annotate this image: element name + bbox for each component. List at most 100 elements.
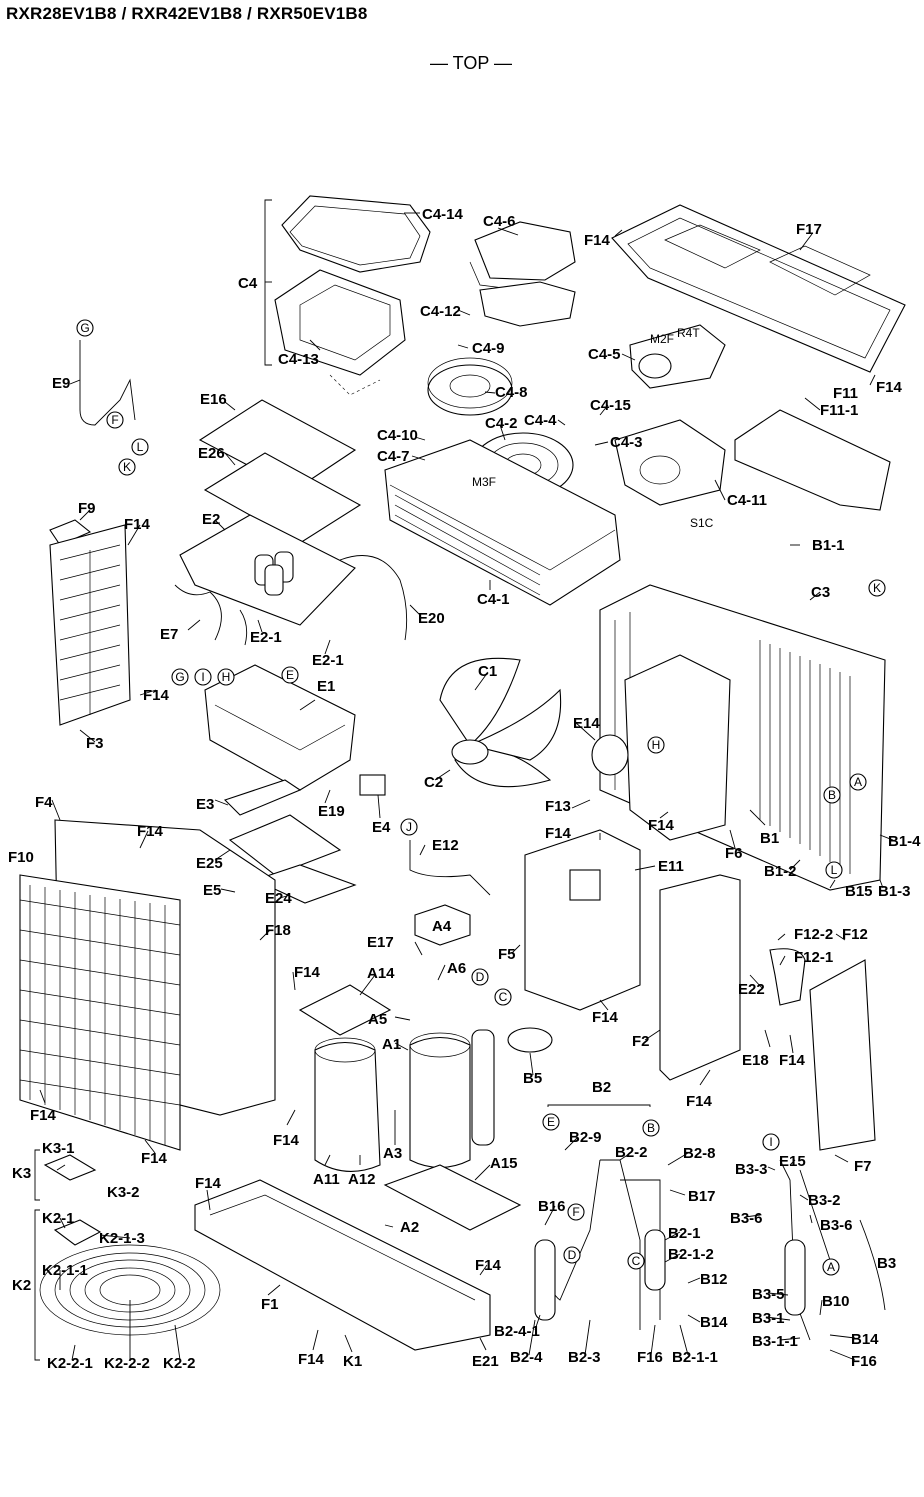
marker-g: G	[80, 321, 89, 335]
f7-side-panel	[809, 959, 876, 1151]
marker-e: E	[547, 1115, 555, 1129]
label-b2-1-1: B2-1-1	[672, 1349, 718, 1366]
label-f11-1: F11-1	[820, 402, 858, 419]
label-k2: K2	[12, 1277, 31, 1294]
label-f1: F1	[261, 1296, 279, 1313]
label-c4-10: C4-10	[377, 427, 418, 444]
marker-d: D	[476, 970, 485, 984]
label-b3-5: B3-5	[752, 1286, 785, 1303]
label-f14: F14	[195, 1175, 222, 1192]
label-k2-2: K2-2	[163, 1355, 196, 1372]
label-f9: F9	[78, 500, 96, 517]
label-e2-1: E2-1	[312, 652, 344, 669]
marker-k: K	[873, 581, 881, 595]
small-label-m3f: M3F	[472, 475, 496, 489]
label-c4-2: C4-2	[485, 415, 518, 432]
label-c4-8: C4-8	[495, 384, 528, 401]
label-c4-6: C4-6	[483, 213, 516, 230]
f11-1-panel	[734, 409, 891, 511]
label-f6: F6	[725, 845, 743, 862]
label-f14: F14	[779, 1052, 806, 1069]
label-b3-2: B3-2	[808, 1192, 841, 1209]
label-e22: E22	[738, 981, 765, 998]
label-b3-6: B3-6	[730, 1210, 763, 1227]
label-c4-3: C4-3	[610, 434, 643, 451]
label-e12: E12	[432, 837, 459, 854]
label-f16: F16	[851, 1353, 877, 1370]
label-f14: F14	[475, 1257, 502, 1274]
label-a2: A2	[400, 1219, 419, 1236]
label-f14: F14	[124, 516, 151, 533]
label-b2-2: B2-2	[615, 1144, 648, 1161]
label-f10: F10	[8, 849, 34, 866]
label-k1: K1	[343, 1353, 362, 1370]
label-e2: E2	[202, 511, 220, 528]
label-f14: F14	[141, 1150, 168, 1167]
label-b14: B14	[851, 1331, 879, 1348]
label-f14: F14	[584, 232, 611, 249]
label-c4-4: C4-4	[524, 412, 557, 429]
marker-a: A	[854, 775, 862, 789]
label-b2-9: B2-9	[569, 1129, 602, 1146]
label-b14: B14	[700, 1314, 728, 1331]
label-b1-1: B1-1	[812, 537, 845, 554]
label-k2-2-2: K2-2-2	[104, 1355, 150, 1372]
label-f18: F18	[265, 922, 291, 939]
label-e21: E21	[472, 1353, 499, 1370]
label-e4: E4	[372, 819, 391, 836]
label-f14: F14	[294, 964, 321, 981]
e25-bracket	[228, 814, 342, 876]
label-e25: E25	[196, 855, 223, 872]
label-c4-15: C4-15	[590, 397, 631, 414]
c1-propeller-fan	[439, 657, 521, 746]
label-e15: E15	[779, 1153, 806, 1170]
label-e7: E7	[160, 626, 178, 643]
label-c2: C2	[424, 774, 443, 791]
label-e9: E9	[52, 375, 70, 392]
label-a6: A6	[447, 960, 466, 977]
label-b3: B3	[877, 1255, 896, 1272]
c4-14-cover	[281, 195, 431, 273]
a15-plate	[383, 1164, 522, 1231]
label-f14: F14	[592, 1009, 619, 1026]
marker-c: C	[499, 990, 508, 1004]
f9-handle	[49, 519, 92, 546]
label-f13: F13	[545, 798, 571, 815]
marker-d: D	[568, 1248, 577, 1262]
e12-wire	[409, 840, 491, 896]
marker-j: J	[406, 820, 412, 834]
leader-lines	[39, 212, 894, 1361]
label-c4-14: C4-14	[422, 206, 464, 223]
marker-f: F	[572, 1205, 579, 1219]
marker-c: C	[632, 1254, 641, 1268]
label-b2-1-2: B2-1-2	[668, 1246, 714, 1263]
label-e1: E1	[317, 678, 335, 695]
label-f17: F17	[796, 221, 822, 238]
label-e19: E19	[318, 803, 345, 820]
label-b3-6: B3-6	[820, 1217, 853, 1234]
f5-panel	[524, 829, 641, 1011]
small-label-r4t: R4T	[677, 326, 700, 340]
c4-1-base	[384, 439, 621, 606]
a4-terminal-cover	[414, 904, 471, 946]
marker-l: L	[831, 863, 838, 877]
marker-h: H	[222, 670, 231, 684]
label-e26: E26	[198, 445, 225, 462]
e20-wiring	[339, 555, 408, 641]
marker-i: I	[201, 670, 204, 684]
label-e20: E20	[418, 610, 445, 627]
label-f14: F14	[143, 687, 170, 704]
label-a1: A1	[382, 1036, 401, 1053]
c4-12-housing	[479, 281, 576, 327]
label-c4-13: C4-13	[278, 351, 319, 368]
label-f14: F14	[686, 1093, 713, 1110]
label-e3: E3	[196, 796, 214, 813]
label-b2-8: B2-8	[683, 1145, 716, 1162]
label-e14: E14	[573, 715, 600, 732]
e4-terminal	[359, 774, 386, 796]
label-b2-3: B2-3	[568, 1349, 601, 1366]
e1-electric-box	[204, 664, 356, 791]
label-k3-1: K3-1	[42, 1140, 75, 1157]
label-f14: F14	[273, 1132, 300, 1149]
label-f12-1: F12-1	[794, 949, 833, 966]
